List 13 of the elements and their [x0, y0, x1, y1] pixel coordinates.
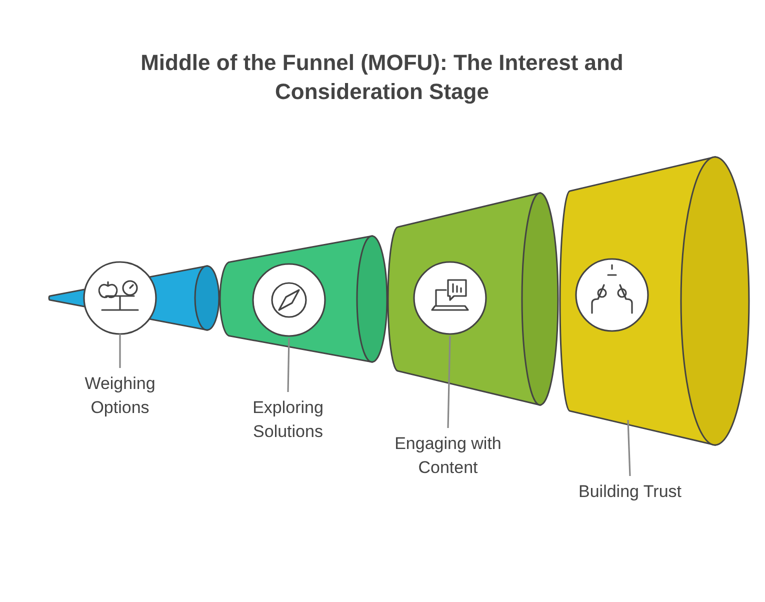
- funnel-segment: [48, 261, 220, 335]
- funnel-segment: [559, 156, 750, 446]
- leader-line: [447, 336, 451, 428]
- leader-line: [627, 420, 631, 476]
- stage-label: Weighing Options: [55, 372, 185, 420]
- leader-line: [119, 334, 121, 368]
- funnel-segment: [219, 235, 388, 363]
- title: Middle of the Funnel (MOFU): The Interest and Consideration Stage: [140, 49, 624, 106]
- stage-label: Building Trust: [565, 480, 695, 504]
- leader-line: [287, 338, 290, 392]
- stage-label: Exploring Solutions: [223, 396, 353, 444]
- stage-label: Engaging with Content: [383, 432, 513, 480]
- funnel-segment: [387, 192, 559, 406]
